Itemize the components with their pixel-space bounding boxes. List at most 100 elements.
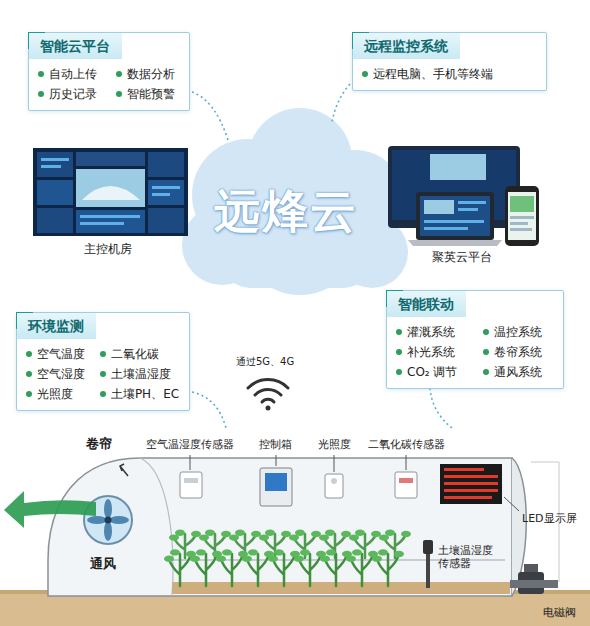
list-item: 自动上传: [38, 66, 102, 82]
plant-leaf: [294, 556, 304, 562]
sensors: [184, 478, 198, 483]
part-label: 空气温湿度传感器: [146, 438, 234, 451]
caption-label: 主控机房: [84, 242, 132, 256]
list-item: 灌溉系统: [396, 324, 469, 340]
soil-sensor: [426, 554, 430, 588]
soil-sensor: [423, 540, 433, 554]
terminals: [416, 192, 494, 240]
list-item: CO₂ 调节: [396, 364, 469, 380]
plant-leaf: [265, 530, 275, 536]
video-wall: [148, 152, 184, 177]
panel-heading: 智能联动: [387, 291, 466, 317]
greenhouse: [120, 464, 128, 476]
soil-sensor: [423, 540, 433, 588]
wifi-symbol: [248, 380, 288, 411]
item-list: 远程电脑、手机等终端: [362, 66, 537, 82]
video-wall: [148, 180, 184, 205]
list-item: 空气湿度: [26, 366, 86, 382]
sensors: [331, 478, 337, 484]
wifi-symbol: [266, 406, 271, 411]
network-label: 通过5G、4G: [236, 356, 294, 368]
terminals: [408, 240, 502, 246]
sensors: [406, 455, 407, 470]
sensors: [180, 455, 417, 506]
item-list: 自动上传数据分析历史记录智能预警: [38, 66, 180, 102]
list-item: 土壤温湿度: [100, 366, 180, 382]
monitor-box: 远程监控系统远程电脑、手机等终端: [352, 32, 547, 91]
plant-leaf: [196, 549, 206, 555]
terminals: [424, 200, 454, 214]
video-wall: [37, 180, 73, 205]
list-item: 历史记录: [38, 86, 102, 102]
sensors: [395, 472, 417, 498]
plant-leaf: [274, 549, 284, 555]
led-display: [444, 482, 498, 485]
plant-leaf: [401, 531, 411, 537]
video-wall: [41, 158, 69, 161]
terminals: [424, 227, 468, 230]
wifi-symbol: [248, 380, 288, 388]
video-wall: [82, 186, 140, 200]
sensors: [325, 474, 343, 498]
panel-heading: 智能云平台: [29, 33, 122, 59]
video-wall: [33, 148, 188, 236]
item-list: 灌溉系统温控系统补光系统卷帘系统CO₂ 调节通风系统: [396, 324, 554, 380]
plant-leaf: [216, 556, 226, 562]
plant-leaf: [164, 556, 174, 562]
video-wall: [76, 152, 145, 166]
plant-leaf: [248, 549, 258, 555]
item-list: 空气温度二氧化碳空气湿度土壤温湿度光照度土壤PH、EC: [26, 346, 180, 402]
list-item: 智能预警: [116, 86, 180, 102]
sensors: [260, 468, 292, 506]
led-display: [444, 496, 492, 499]
leader-lines: [430, 388, 452, 428]
plant-leaf: [320, 556, 330, 562]
plant-leaf: [372, 556, 382, 562]
part-label: 二氧化碳传感器: [368, 438, 445, 451]
terminals: [430, 154, 486, 180]
panel-heading: 远程监控系统: [353, 33, 460, 59]
plant-leaf: [190, 556, 200, 562]
plant-leaf: [222, 549, 232, 555]
led-display: [444, 475, 498, 478]
video-wall: [76, 210, 145, 233]
terminals: [510, 228, 532, 231]
fan: [109, 516, 129, 524]
video-wall: [148, 208, 184, 233]
video-wall: [41, 158, 180, 225]
video-wall: [80, 215, 140, 218]
list-item: 空气温度: [26, 346, 86, 362]
part-label: 电磁阀: [543, 606, 576, 619]
video-wall: [152, 186, 180, 189]
video-wall: [33, 148, 188, 236]
part-label: LED显示屏: [522, 512, 577, 525]
plant-leaf: [352, 549, 362, 555]
greenhouse: [48, 458, 526, 596]
part-label: 光照度: [318, 438, 351, 451]
part-label: 土壤温湿度传感器: [438, 544, 493, 570]
linkage-box: 智能联动灌溉系统温控系统补光系统卷帘系统CO₂ 调节通风系统: [386, 290, 564, 389]
list-item: 数据分析: [116, 66, 180, 82]
plant-leaf: [170, 549, 180, 555]
leader-lines: [332, 84, 350, 122]
sensing-box: 环境监测空气温度二氧化碳空气湿度土壤温湿度光照度土壤PH、EC: [16, 312, 190, 411]
sensors: [399, 478, 413, 483]
sensors: [334, 455, 335, 472]
plant-leaf: [394, 551, 404, 557]
led-display: [440, 464, 519, 511]
greenhouse: [172, 582, 510, 594]
led-display: [444, 489, 498, 492]
terminals: [458, 201, 486, 204]
plant-leaf: [355, 530, 365, 536]
watermark: 远烽云: [214, 184, 358, 239]
sensors: [276, 455, 277, 466]
list-item: 土壤PH、EC: [100, 386, 180, 402]
terminals: [388, 146, 539, 246]
sensors: [265, 473, 287, 491]
list-item: 卷帘系统: [483, 344, 554, 360]
wifi-symbol: [262, 399, 274, 402]
wifi-symbol: [255, 389, 281, 395]
platform-box: 智能云平台自动上传数据分析历史记录智能预警: [28, 32, 190, 111]
plant-leaf: [346, 556, 356, 562]
